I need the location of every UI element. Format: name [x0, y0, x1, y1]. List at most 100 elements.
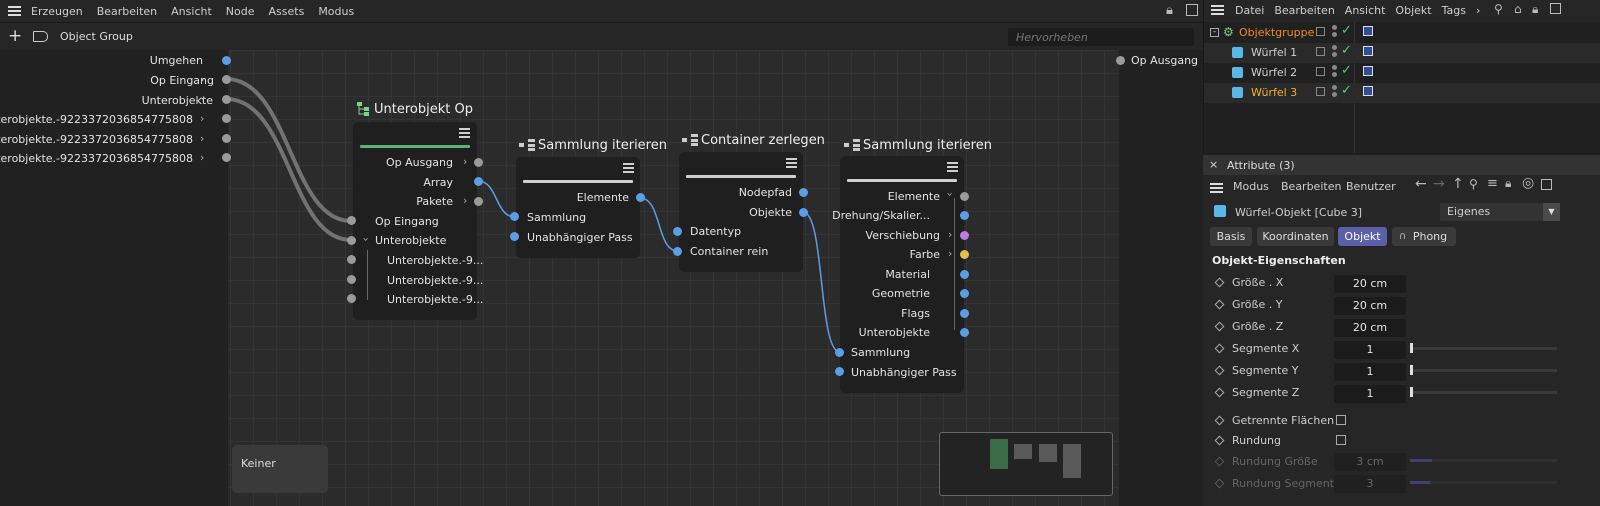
port-unabhaengiger-pass[interactable] [510, 232, 519, 241]
attribute-tab[interactable]: × Attribute (3) [1203, 155, 1600, 175]
separate-faces-checkbox[interactable] [1336, 415, 1346, 425]
home-icon[interactable]: ⌂ [1514, 2, 1522, 16]
input-unterobjekte-2-port[interactable] [222, 134, 231, 143]
filter-icon[interactable]: ≡ [1487, 176, 1498, 191]
lock-icon[interactable]: 🔒︎ [1505, 176, 1512, 190]
close-icon[interactable]: × [1209, 158, 1219, 171]
lock-icon[interactable]: 🔒︎ [1532, 2, 1539, 16]
tree-row-wuerfel-3[interactable]: Würfel 3 [1204, 83, 1600, 103]
menu-bearbeiten[interactable]: Bearbeiten [96, 4, 158, 18]
keyframe-diamond-icon[interactable] [1214, 415, 1225, 426]
arrow-up-icon[interactable]: ↑ [1452, 176, 1464, 192]
keyframe-diamond-icon[interactable] [1214, 435, 1225, 446]
node-menu-icon[interactable] [947, 162, 958, 173]
port-sammlung[interactable] [835, 348, 844, 357]
chevron-right-icon[interactable]: › [948, 228, 953, 241]
target-icon[interactable]: ◎ [1522, 175, 1535, 191]
lock-icon[interactable]: 🔒︎ [1166, 3, 1173, 18]
chevron-right-icon[interactable]: › [200, 112, 205, 125]
node-title[interactable]: Container zerlegen [701, 133, 825, 148]
search-icon[interactable]: ⚲ [1494, 2, 1503, 16]
menu-tags[interactable]: Tags [1441, 3, 1466, 17]
port-elemente[interactable] [636, 193, 645, 202]
port-unterobjekte-1[interactable] [347, 255, 356, 264]
port-sammlung[interactable] [510, 212, 519, 221]
tree-row-wuerfel-2[interactable]: Würfel 2 [1204, 63, 1600, 83]
node-title[interactable]: Sammlung iterieren [863, 138, 992, 153]
input-unterobjekte-port[interactable] [222, 95, 231, 104]
menu-node[interactable]: Node [225, 4, 255, 18]
menu-benutzer[interactable]: Benutzer [1346, 180, 1396, 193]
object-name[interactable]: Objektgruppe [1239, 26, 1315, 39]
segments-x-slider[interactable] [1410, 347, 1557, 350]
object-name[interactable]: Würfel 2 [1251, 66, 1298, 79]
menu-modus[interactable]: Modus [1233, 180, 1269, 193]
menu-modus[interactable]: Modus [318, 4, 355, 18]
node-container-zerlegen[interactable]: Nodepfad Objekte Datentyp Container rein [679, 152, 803, 272]
node-menu-icon[interactable] [459, 128, 470, 139]
chevron-right-icon[interactable]: › [200, 151, 205, 164]
chevron-right-icon[interactable]: › [948, 247, 953, 260]
hamburger-menu-icon[interactable] [1204, 3, 1230, 17]
node-unterobjekt-op[interactable]: Op Ausgang › Array Pakete › Op Eingang ›… [353, 122, 483, 320]
segments-z-field[interactable]: 1 [1334, 385, 1406, 403]
size-y-field[interactable]: 20 cm [1334, 297, 1406, 315]
search-icon[interactable]: ⚲ [1469, 177, 1478, 191]
tab-objekt[interactable]: Objekt [1338, 227, 1387, 246]
keyframe-diamond-icon[interactable] [1214, 321, 1225, 332]
port-datentyp[interactable] [673, 227, 682, 236]
port-verschiebung[interactable] [960, 231, 969, 240]
port-nodepfad[interactable] [799, 188, 808, 197]
chevron-right-icon[interactable]: › [463, 194, 468, 207]
slider-handle[interactable] [1410, 343, 1413, 353]
port-container-rein[interactable] [673, 247, 682, 256]
port-unabhaengiger-pass[interactable] [835, 367, 844, 376]
node-sammlung-iterieren-1[interactable]: Elemente Sammlung Unabhängiger Pass [516, 157, 640, 258]
expand-icon[interactable] [1186, 4, 1198, 16]
hamburger-menu-icon[interactable] [1210, 181, 1223, 195]
menu-ansicht[interactable]: Ansicht [171, 4, 212, 18]
chevron-down-icon[interactable]: ▼ [1543, 203, 1560, 221]
tree-row-wuerfel-1[interactable]: Würfel 1 [1204, 43, 1600, 63]
chevron-right-icon[interactable]: › [200, 132, 205, 145]
port-unterobjekte[interactable] [960, 328, 969, 337]
chevron-down-icon[interactable]: › [196, 96, 210, 101]
object-tree[interactable]: - ⚙ Objektgruppe Würfel 1 Würfel 2 Würfe… [1204, 22, 1600, 153]
chevron-down-icon[interactable]: › [943, 192, 957, 197]
port-pakete[interactable] [474, 197, 483, 206]
port-geometrie[interactable] [960, 289, 969, 298]
tree-row-objektgruppe[interactable]: - ⚙ Objektgruppe [1204, 23, 1600, 43]
hamburger-menu-icon[interactable] [0, 4, 24, 18]
port-farbe[interactable] [960, 250, 969, 259]
chevron-down-icon[interactable]: › [359, 237, 373, 242]
arrow-left-icon[interactable]: ← [1415, 176, 1427, 192]
node-title[interactable]: Sammlung iterieren [538, 138, 667, 153]
keyframe-diamond-icon[interactable] [1214, 387, 1225, 398]
port-material[interactable] [960, 270, 969, 279]
chevron-right-icon[interactable]: › [200, 73, 205, 86]
keyframe-diamond-icon[interactable] [1214, 277, 1225, 288]
input-umgehen-port[interactable] [222, 56, 231, 65]
output-op-ausgang-port[interactable] [1116, 56, 1125, 65]
slider-handle[interactable] [1410, 365, 1413, 375]
node-menu-icon[interactable] [623, 163, 634, 174]
segments-y-slider[interactable] [1410, 369, 1557, 372]
highlight-search-input[interactable] [1008, 28, 1194, 46]
keyframe-diamond-icon[interactable] [1214, 365, 1225, 376]
size-x-field[interactable]: 20 cm [1334, 275, 1406, 293]
port-unterobjekte[interactable] [347, 236, 356, 245]
port-unterobjekte-2[interactable] [347, 275, 356, 284]
node-sammlung-iterieren-2[interactable]: Elemente › Drehung/Skalier... Verschiebu… [832, 156, 964, 393]
slider-handle[interactable] [1410, 387, 1413, 397]
port-op-eingang[interactable] [347, 216, 356, 225]
menu-ansicht[interactable]: Ansicht [1344, 3, 1386, 17]
add-icon[interactable]: + [8, 26, 23, 46]
port-objekte[interactable] [799, 208, 808, 217]
menu-erzeugen[interactable]: Erzeugen [31, 4, 83, 18]
port-op-ausgang[interactable] [474, 158, 483, 167]
object-name[interactable]: Würfel 1 [1251, 46, 1298, 59]
expand-icon[interactable] [1550, 3, 1561, 14]
port-array[interactable] [474, 177, 483, 186]
segments-x-field[interactable]: 1 [1334, 341, 1406, 359]
port-unterobjekte-3[interactable] [347, 294, 356, 303]
